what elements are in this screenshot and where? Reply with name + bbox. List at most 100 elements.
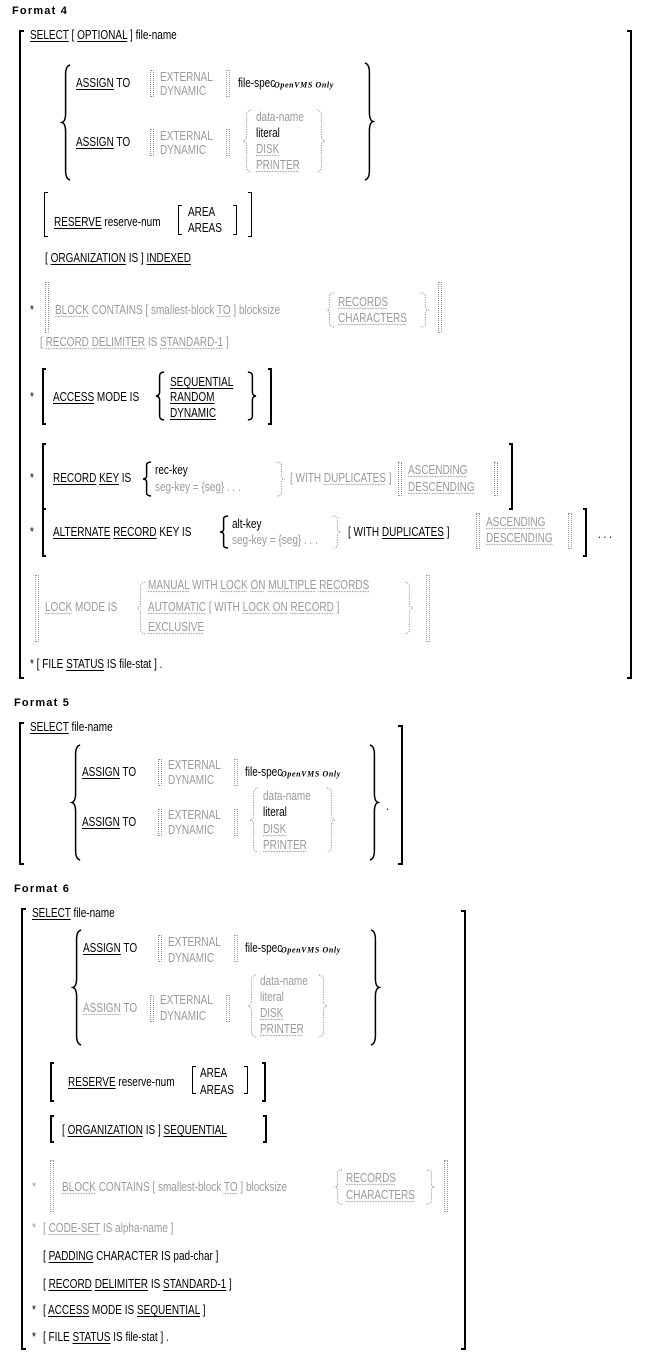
text: TO bbox=[120, 941, 138, 955]
text: ] bbox=[223, 335, 229, 349]
brace-shape bbox=[426, 1170, 435, 1204]
order-bracket bbox=[568, 513, 572, 549]
text: ] bbox=[443, 525, 450, 539]
repeat-ellipsis: . . . bbox=[598, 527, 612, 541]
access-bracket bbox=[42, 368, 46, 425]
text: IS ] bbox=[125, 251, 147, 265]
text: IS bbox=[148, 1277, 164, 1291]
keyword-lock: LOCK bbox=[242, 600, 270, 614]
keyword-status: STATUS bbox=[72, 1330, 111, 1344]
keyword-record: RECORD bbox=[290, 600, 334, 614]
target-literal: literal bbox=[263, 805, 287, 819]
format-6-right-bracket bbox=[461, 910, 466, 1350]
keyword-delimiter: DELIMITER bbox=[94, 1277, 149, 1291]
file-spec: file-spec bbox=[245, 765, 283, 779]
keyword-on: ON bbox=[250, 578, 266, 592]
assign-right-brace bbox=[364, 63, 373, 180]
target-left-brace bbox=[243, 110, 252, 172]
format-4-right-bracket bbox=[627, 30, 632, 679]
access-left-brace bbox=[156, 372, 165, 420]
select-clause: SELECT file-name bbox=[32, 906, 115, 920]
keyword-sequential: SEQUENTIAL bbox=[163, 1123, 227, 1137]
text: TO bbox=[120, 1001, 138, 1015]
option-records: RECORDS bbox=[338, 295, 389, 309]
brace-shape bbox=[73, 930, 82, 1045]
text: [ bbox=[62, 1123, 68, 1137]
optional-bracket bbox=[226, 995, 230, 1022]
brace-shape bbox=[220, 516, 229, 548]
select-clause: SELECT file-name bbox=[30, 720, 113, 734]
keyword-access: ACCESS bbox=[48, 1303, 90, 1317]
with-duplicates-clause: [ WITH DUPLICATES ] bbox=[348, 525, 450, 539]
text: TO bbox=[119, 765, 137, 779]
optional-bracket bbox=[234, 809, 238, 836]
brace-shape bbox=[369, 745, 378, 860]
keyword-reserve: RESERVE bbox=[68, 1075, 116, 1089]
lock-option-manual: MANUAL WITH LOCK ON MULTIPLE RECORDS bbox=[148, 578, 369, 592]
assign-clause-1: ASSIGN TO bbox=[82, 765, 136, 779]
option-external: EXTERNAL bbox=[168, 935, 221, 949]
text: IS bbox=[118, 471, 132, 485]
option-external: EXTERNAL bbox=[160, 70, 213, 84]
order-bracket bbox=[494, 462, 498, 496]
brace-shape bbox=[332, 516, 341, 548]
block-bracket bbox=[444, 1160, 448, 1212]
reserve-clause: RESERVE reserve-num bbox=[68, 1075, 175, 1089]
option-records: RECORDS bbox=[346, 1171, 397, 1185]
text: MODE IS bbox=[89, 1303, 137, 1317]
block-bracket bbox=[50, 1160, 54, 1212]
keyword-lock: LOCK bbox=[45, 600, 73, 614]
text: ] blocksize bbox=[237, 1180, 288, 1194]
record-key-clause: RECORD KEY IS bbox=[53, 471, 131, 485]
keyword-assign: ASSIGN bbox=[76, 76, 114, 90]
keyword-manual: MANUAL bbox=[148, 578, 190, 592]
code-set-clause: [ CODE-SET IS alpha-name ] bbox=[43, 1221, 173, 1235]
text: ] bbox=[226, 1277, 232, 1291]
option-dynamic: DYNAMIC bbox=[168, 773, 215, 787]
select-clause: SELECT [ OPTIONAL ] file-name bbox=[30, 28, 177, 42]
text: ] bbox=[333, 600, 340, 614]
keyword-record: RECORD bbox=[45, 335, 89, 349]
assign-clause-2: ASSIGN TO bbox=[83, 1001, 137, 1015]
brace-shape bbox=[326, 293, 335, 327]
seg-key: seg-key = {seg} . . . bbox=[155, 480, 241, 494]
brace-shape bbox=[62, 65, 71, 180]
keyword-duplicates: DUPLICATES bbox=[381, 525, 444, 539]
option-dynamic: DYNAMIC bbox=[160, 1009, 207, 1023]
optional-bracket bbox=[234, 935, 238, 962]
brace-shape bbox=[250, 788, 259, 852]
target-printer: PRINTER bbox=[256, 158, 300, 172]
text: file-name bbox=[70, 906, 115, 920]
file-spec: file-spec bbox=[238, 76, 276, 90]
asterisk-marker: * bbox=[32, 1330, 36, 1344]
brace-shape bbox=[318, 975, 327, 1037]
keyword-organization: ORGANIZATION bbox=[50, 251, 126, 265]
text: TO bbox=[119, 815, 137, 829]
optional-bracket bbox=[158, 935, 162, 962]
keyword-record: RECORD bbox=[113, 525, 157, 539]
keyword-indexed: INDEXED bbox=[146, 251, 191, 265]
keyword-assign: ASSIGN bbox=[83, 1001, 121, 1015]
optional-bracket bbox=[150, 70, 154, 97]
target-literal: literal bbox=[260, 990, 284, 1004]
lock-left-brace bbox=[137, 582, 146, 634]
keyword-block: BLOCK bbox=[62, 1180, 96, 1194]
units-right-brace bbox=[420, 293, 429, 327]
text: CHARACTER IS pad-char ] bbox=[93, 1249, 219, 1263]
lock-option-exclusive: EXCLUSIVE bbox=[148, 620, 205, 634]
keyword-to: TO bbox=[216, 303, 231, 317]
target-left-brace bbox=[250, 788, 259, 852]
brace-shape bbox=[364, 63, 373, 180]
brace-shape bbox=[243, 110, 252, 172]
format-5-right-bracket bbox=[398, 725, 403, 865]
brace-shape bbox=[248, 975, 257, 1037]
asterisk-marker: * bbox=[32, 1180, 36, 1194]
keyword-key: KEY bbox=[99, 471, 119, 485]
option-areas: AREAS bbox=[200, 1083, 234, 1097]
text: [ bbox=[43, 1249, 49, 1263]
target-left-brace bbox=[248, 975, 257, 1037]
text: KEY IS bbox=[156, 525, 192, 539]
record-key-bracket bbox=[42, 443, 46, 510]
text: [ bbox=[43, 1221, 49, 1235]
target-literal: literal bbox=[256, 126, 280, 140]
